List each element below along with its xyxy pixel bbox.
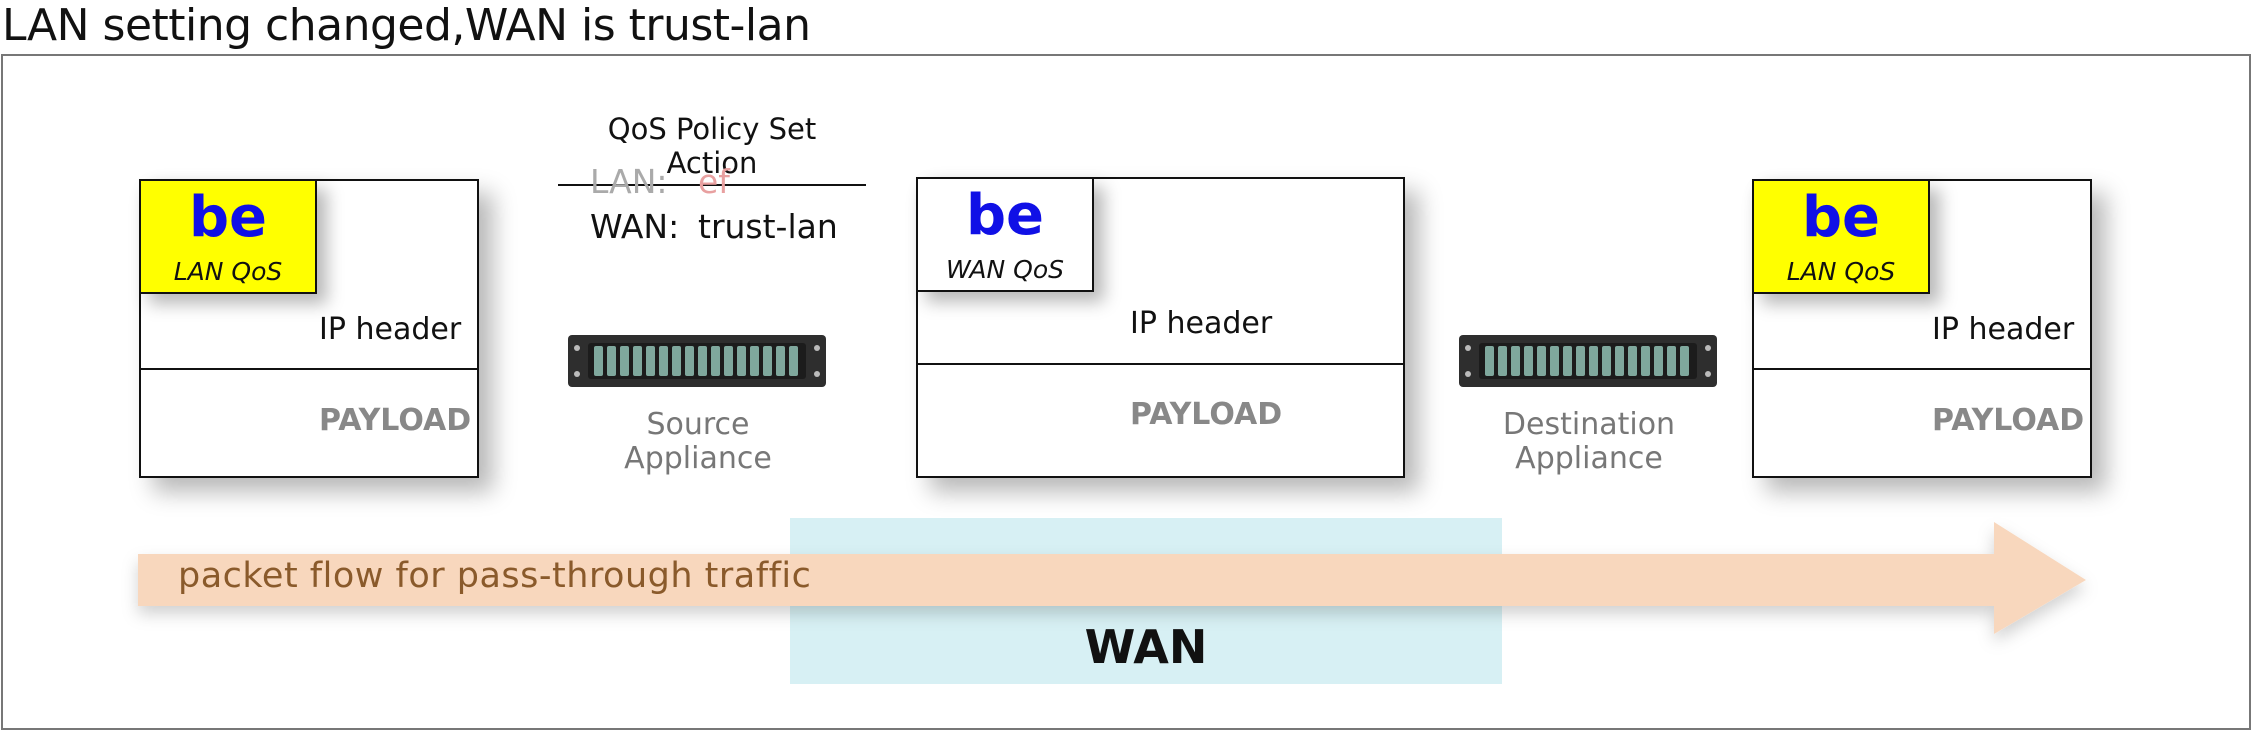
qos-label: LAN QoS bbox=[1786, 257, 1896, 286]
qos-value: be bbox=[188, 185, 268, 250]
payload-label: PAYLOAD bbox=[1130, 397, 1283, 432]
packet-lan-source: be LAN QoS IP header PAYLOAD bbox=[139, 179, 479, 478]
header-payload-divider bbox=[1754, 368, 2090, 370]
payload-label: PAYLOAD bbox=[319, 403, 472, 438]
caption-line1: Source bbox=[646, 407, 750, 442]
qos-tag: be LAN QoS bbox=[1752, 179, 1930, 294]
source-appliance-icon bbox=[568, 335, 826, 387]
qos-tag: be LAN QoS bbox=[139, 179, 317, 294]
packet-lan-destination: be LAN QoS IP header PAYLOAD bbox=[1752, 179, 2092, 478]
appliance-vents bbox=[1485, 346, 1689, 376]
payload-label: PAYLOAD bbox=[1932, 403, 2085, 438]
caption-line2: Appliance bbox=[1515, 441, 1663, 476]
policy-lan-value: ef bbox=[698, 162, 730, 201]
ip-header-label: IP header bbox=[1932, 312, 2075, 347]
qos-label: LAN QoS bbox=[173, 257, 283, 286]
policy-title: QoS Policy Set Action bbox=[558, 112, 866, 186]
qos-value: be bbox=[1801, 185, 1881, 250]
header-payload-divider bbox=[918, 363, 1403, 365]
ip-header-label: IP header bbox=[319, 312, 462, 347]
qos-label: WAN QoS bbox=[945, 255, 1065, 284]
diagram-title: LAN setting changed,WAN is trust-lan bbox=[2, 0, 811, 51]
caption-line2: Appliance bbox=[624, 441, 772, 476]
policy-wan-key: WAN: bbox=[590, 207, 680, 246]
caption-line1: Destination bbox=[1502, 407, 1676, 442]
policy-wan-value: trust-lan bbox=[698, 207, 838, 246]
ip-header-label: IP header bbox=[1130, 306, 1273, 341]
source-appliance-caption: Source Appliance bbox=[566, 408, 830, 476]
wan-zone-label: WAN bbox=[1084, 620, 1208, 674]
destination-appliance-icon bbox=[1459, 335, 1717, 387]
diagram-frame bbox=[1, 54, 2251, 730]
appliance-vents bbox=[594, 346, 798, 376]
qos-value: be bbox=[965, 183, 1045, 248]
packet-flow-label: packet flow for pass-through traffic bbox=[178, 556, 812, 596]
packet-wan: be WAN QoS IP header PAYLOAD bbox=[916, 177, 1405, 478]
header-payload-divider bbox=[141, 368, 477, 370]
qos-tag: be WAN QoS bbox=[916, 177, 1094, 292]
policy-lan-key: LAN: bbox=[590, 162, 668, 201]
destination-appliance-caption: Destination Appliance bbox=[1457, 408, 1721, 476]
arrow-shape bbox=[138, 522, 2086, 634]
